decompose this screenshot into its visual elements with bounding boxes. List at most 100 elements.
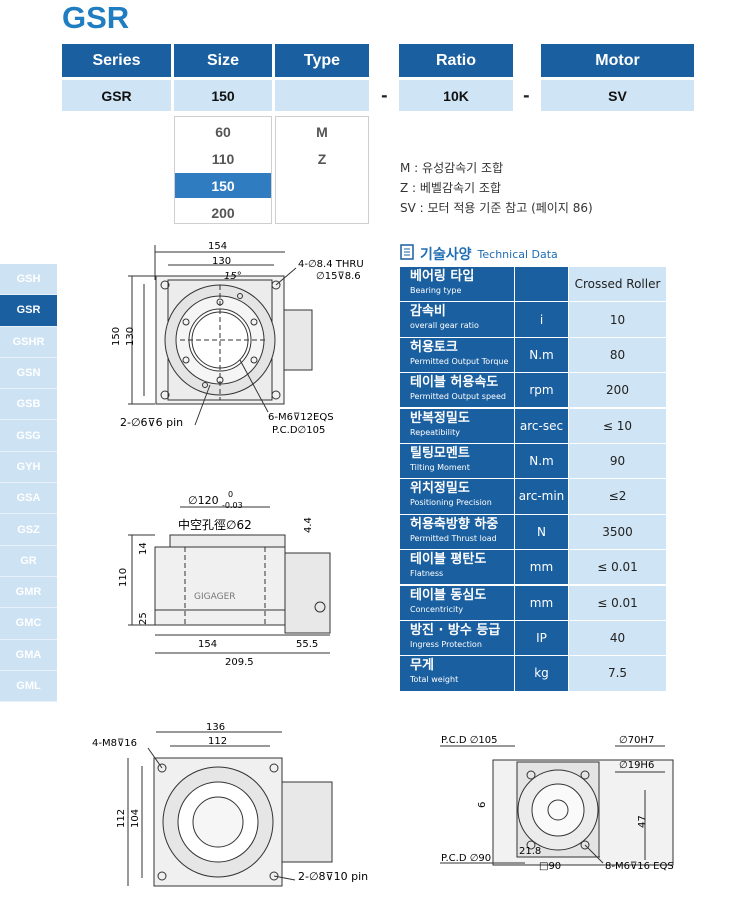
ratio-value: 10K (399, 80, 513, 111)
sidebar-item-gr[interactable]: GR (0, 545, 57, 577)
sidebar-item-gsh[interactable]: GSH (0, 264, 57, 296)
dim-label: -0.03 (222, 501, 243, 510)
size-option[interactable]: 200 (211, 204, 235, 221)
dim-label: P.C.D ∅105 (441, 735, 498, 746)
sidebar-item-gsn[interactable]: GSN (0, 357, 57, 390)
series-header: Series (62, 44, 171, 77)
sidebar-item-gsr[interactable]: GSR (0, 295, 57, 327)
size-option-selected[interactable]: 150 (175, 173, 271, 198)
tech-row-value: 80 (568, 337, 666, 374)
tech-row-value: Crossed Roller (568, 267, 666, 303)
tech-title-ko: 기술사양 (420, 247, 472, 263)
tech-row-value: 3500 (568, 514, 666, 551)
tech-row-unit: N (514, 514, 568, 551)
tech-row-value: ≤ 0.01 (568, 585, 666, 621)
tech-row-label-en: Repeatibility (410, 427, 460, 437)
size-option[interactable]: 60 (215, 123, 231, 140)
tech-row-label-en: Ingress Protection (410, 639, 482, 649)
document-icon (400, 244, 414, 264)
tech-row-value: 90 (568, 443, 666, 480)
tech-row-label-en: Tilting Moment (410, 462, 470, 472)
tech-row-label-ko: 베어링 타입 (410, 269, 475, 284)
sidebar-item-gmr[interactable]: GMR (0, 576, 57, 609)
dim-label: 8-M6⊽16 EQS (605, 861, 674, 872)
sidebar-item-gmc[interactable]: GMC (0, 608, 57, 640)
tech-row-name: 베어링 타입 Bearing type (400, 267, 514, 303)
tech-row-unit: arc-sec (514, 408, 568, 444)
dim-label: 110 (118, 568, 129, 587)
tech-row-value: 7.5 (568, 656, 666, 692)
sidebar-item-gml[interactable]: GML (0, 670, 57, 703)
tech-row-label-en: Bearing type (410, 286, 462, 295)
tech-title-en: Technical Data (477, 247, 558, 261)
tech-row-unit: mm (514, 550, 568, 586)
sidebar-item-gsz[interactable]: GSZ (0, 514, 57, 546)
sidebar-item-gsg[interactable]: GSG (0, 420, 57, 452)
sidebar-item-gshr[interactable]: GSHR (0, 326, 57, 358)
type-option[interactable]: Z (317, 150, 327, 167)
tech-row-unit: N.m (514, 443, 568, 480)
type-value (275, 80, 369, 111)
dim-label: 0 (228, 490, 233, 499)
sidebar-item-gma[interactable]: GMA (0, 639, 57, 671)
dim-label: ∅19H6 (619, 760, 654, 771)
dim-label: 112 (116, 809, 127, 828)
dim-label: 中空孔徑∅62 (178, 517, 252, 532)
dim-label: □90 (539, 861, 561, 872)
sidebar-item-gsb[interactable]: GSB (0, 389, 57, 421)
tech-row-label-ko: 위치정밀도 (410, 481, 470, 497)
dim-label: 154 (208, 241, 227, 252)
note-line: Z : 베벨감속기 조합 (400, 181, 501, 195)
dim-label: 4-∅8.4 THRU (298, 259, 364, 270)
tech-row-value: 200 (568, 373, 666, 409)
dim-label: 15° (224, 271, 242, 282)
sidebar-item-gsa[interactable]: GSA (0, 483, 57, 515)
tech-row-label-ko: 허용축방향 하중 (410, 516, 499, 532)
dim-label: 136 (206, 722, 225, 733)
tech-row-label-ko: 방진 · 방수 등급 (410, 622, 501, 638)
dim-label: 2-∅6⊽6 pin (120, 416, 183, 429)
size-value: 150 (174, 80, 272, 111)
dim-label: P.C.D∅105 (272, 425, 325, 436)
tech-row-unit: rpm (514, 373, 568, 409)
tech-row-value: ≤ 10 (568, 408, 666, 444)
dim-label: 130 (212, 256, 231, 267)
type-option[interactable]: M (316, 123, 328, 140)
tech-data-title: 기술사양 Technical Data (400, 244, 558, 264)
separator-dash: - (381, 86, 388, 105)
dim-label: 55.5 (296, 639, 318, 650)
type-notes: M : 유성감속기 조합 Z : 베벨감속기 조합 SV : 모터 적용 기준 … (400, 158, 593, 218)
tech-row-unit: N.m (514, 337, 568, 374)
tech-row-label-ko: 테이블 허용속도 (410, 375, 499, 391)
tech-row-label-en: Permitted Thrust load (410, 533, 497, 543)
tech-row: 베어링 타입 Bearing type Crossed Roller (400, 267, 666, 303)
dim-label: 209.5 (225, 657, 254, 665)
motor-header: Motor (541, 44, 694, 77)
tech-row-label-ko: 허용토크 (410, 339, 458, 355)
tech-row-label-en: Concentricity (410, 604, 464, 614)
dim-label: 112 (208, 736, 227, 747)
top-view-drawing: 154 130 15° 150 130 4-∅8.4 THRU ∅15⊽8.6 … (111, 241, 389, 436)
dim-label: 2-∅8⊽10 pin (298, 870, 368, 883)
dim-label: 4.4 (303, 517, 314, 533)
tech-row-label-ko: 틸팅모멘트 (410, 445, 470, 461)
dim-label: 6 (477, 802, 488, 808)
size-option[interactable]: 110 (211, 150, 235, 167)
sidebar-item-gyh[interactable]: GYH (0, 451, 57, 484)
tech-row-value: ≤2 (568, 479, 666, 515)
dim-label: ∅70H7 (619, 735, 654, 746)
